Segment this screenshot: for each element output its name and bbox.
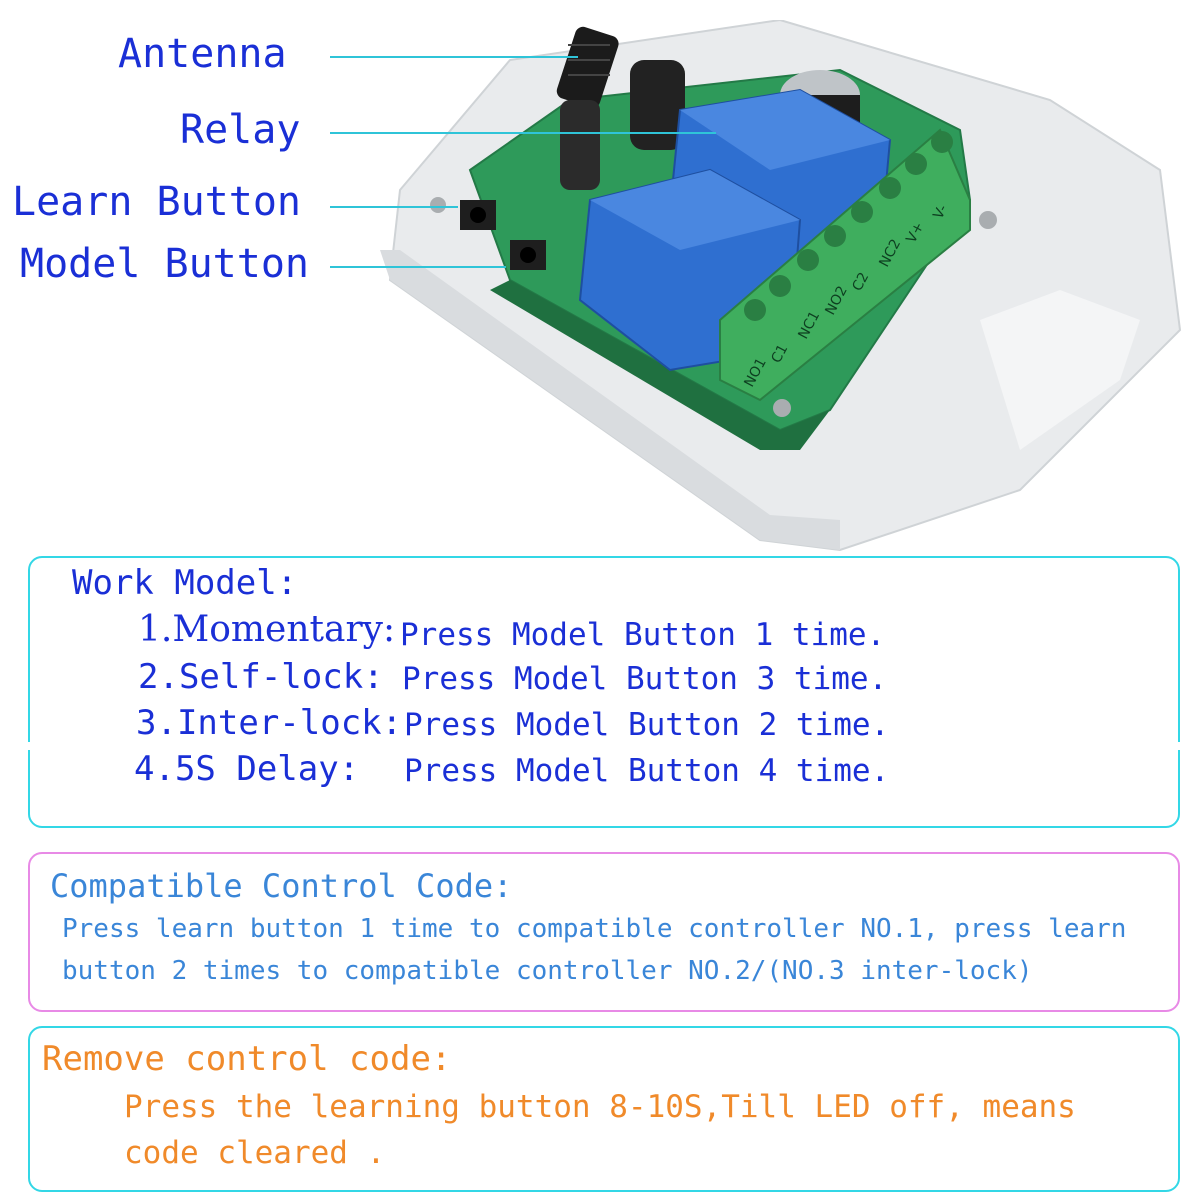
terminal-label-c1: C1 [768, 342, 791, 366]
antenna-coil [556, 26, 619, 108]
leader-line-learn-button [330, 206, 458, 208]
leader-line-model-button [330, 266, 506, 268]
terminal-label-vminus: V- [930, 202, 951, 222]
mode-instruction-momentary: Press Model Button 1 time. [400, 617, 886, 653]
remove-line-1: Press the learning button 8-10S,Till LED… [124, 1089, 1076, 1125]
remove-code-box [28, 1026, 1180, 1192]
callout-relay: Relay [180, 107, 301, 153]
mode-label-self-lock: 2.Self-lock: [138, 657, 384, 697]
compatible-code-box [28, 852, 1180, 1012]
compatible-line-1: Press learn button 1 time to compatible … [62, 914, 1127, 944]
callout-learn-button: Learn Button [12, 179, 301, 225]
work-model-box [28, 556, 1180, 828]
tact-buttons [460, 200, 546, 270]
compatible-line-2: button 2 times to compatible controller … [62, 956, 1033, 986]
leader-line-antenna [330, 56, 578, 58]
compatible-title: Compatible Control Code: [50, 867, 513, 905]
screws [430, 197, 997, 417]
remove-line-2: code cleared . [124, 1135, 386, 1171]
mode-instruction-5s-delay: Press Model Button 4 time. [404, 753, 890, 789]
mode-instruction-self-lock: Press Model Button 3 time. [402, 661, 888, 697]
callout-antenna: Antenna [118, 31, 287, 77]
callout-model-button: Model Button [20, 241, 309, 287]
terminal-label-c2: C2 [849, 270, 872, 294]
mode-label-momentary: 1.Momentary: [138, 609, 396, 650]
work-model-title: Work Model: [72, 563, 298, 603]
mode-label-5s-delay: 4.5S Delay: [134, 749, 360, 789]
work-model-box-gap [20, 742, 1190, 750]
mode-label-inter-lock: 3.Inter-lock: [136, 703, 403, 743]
remove-title: Remove control code: [42, 1039, 452, 1079]
leader-line-relay [330, 132, 716, 134]
mode-instruction-inter-lock: Press Model Button 2 time. [404, 707, 890, 743]
